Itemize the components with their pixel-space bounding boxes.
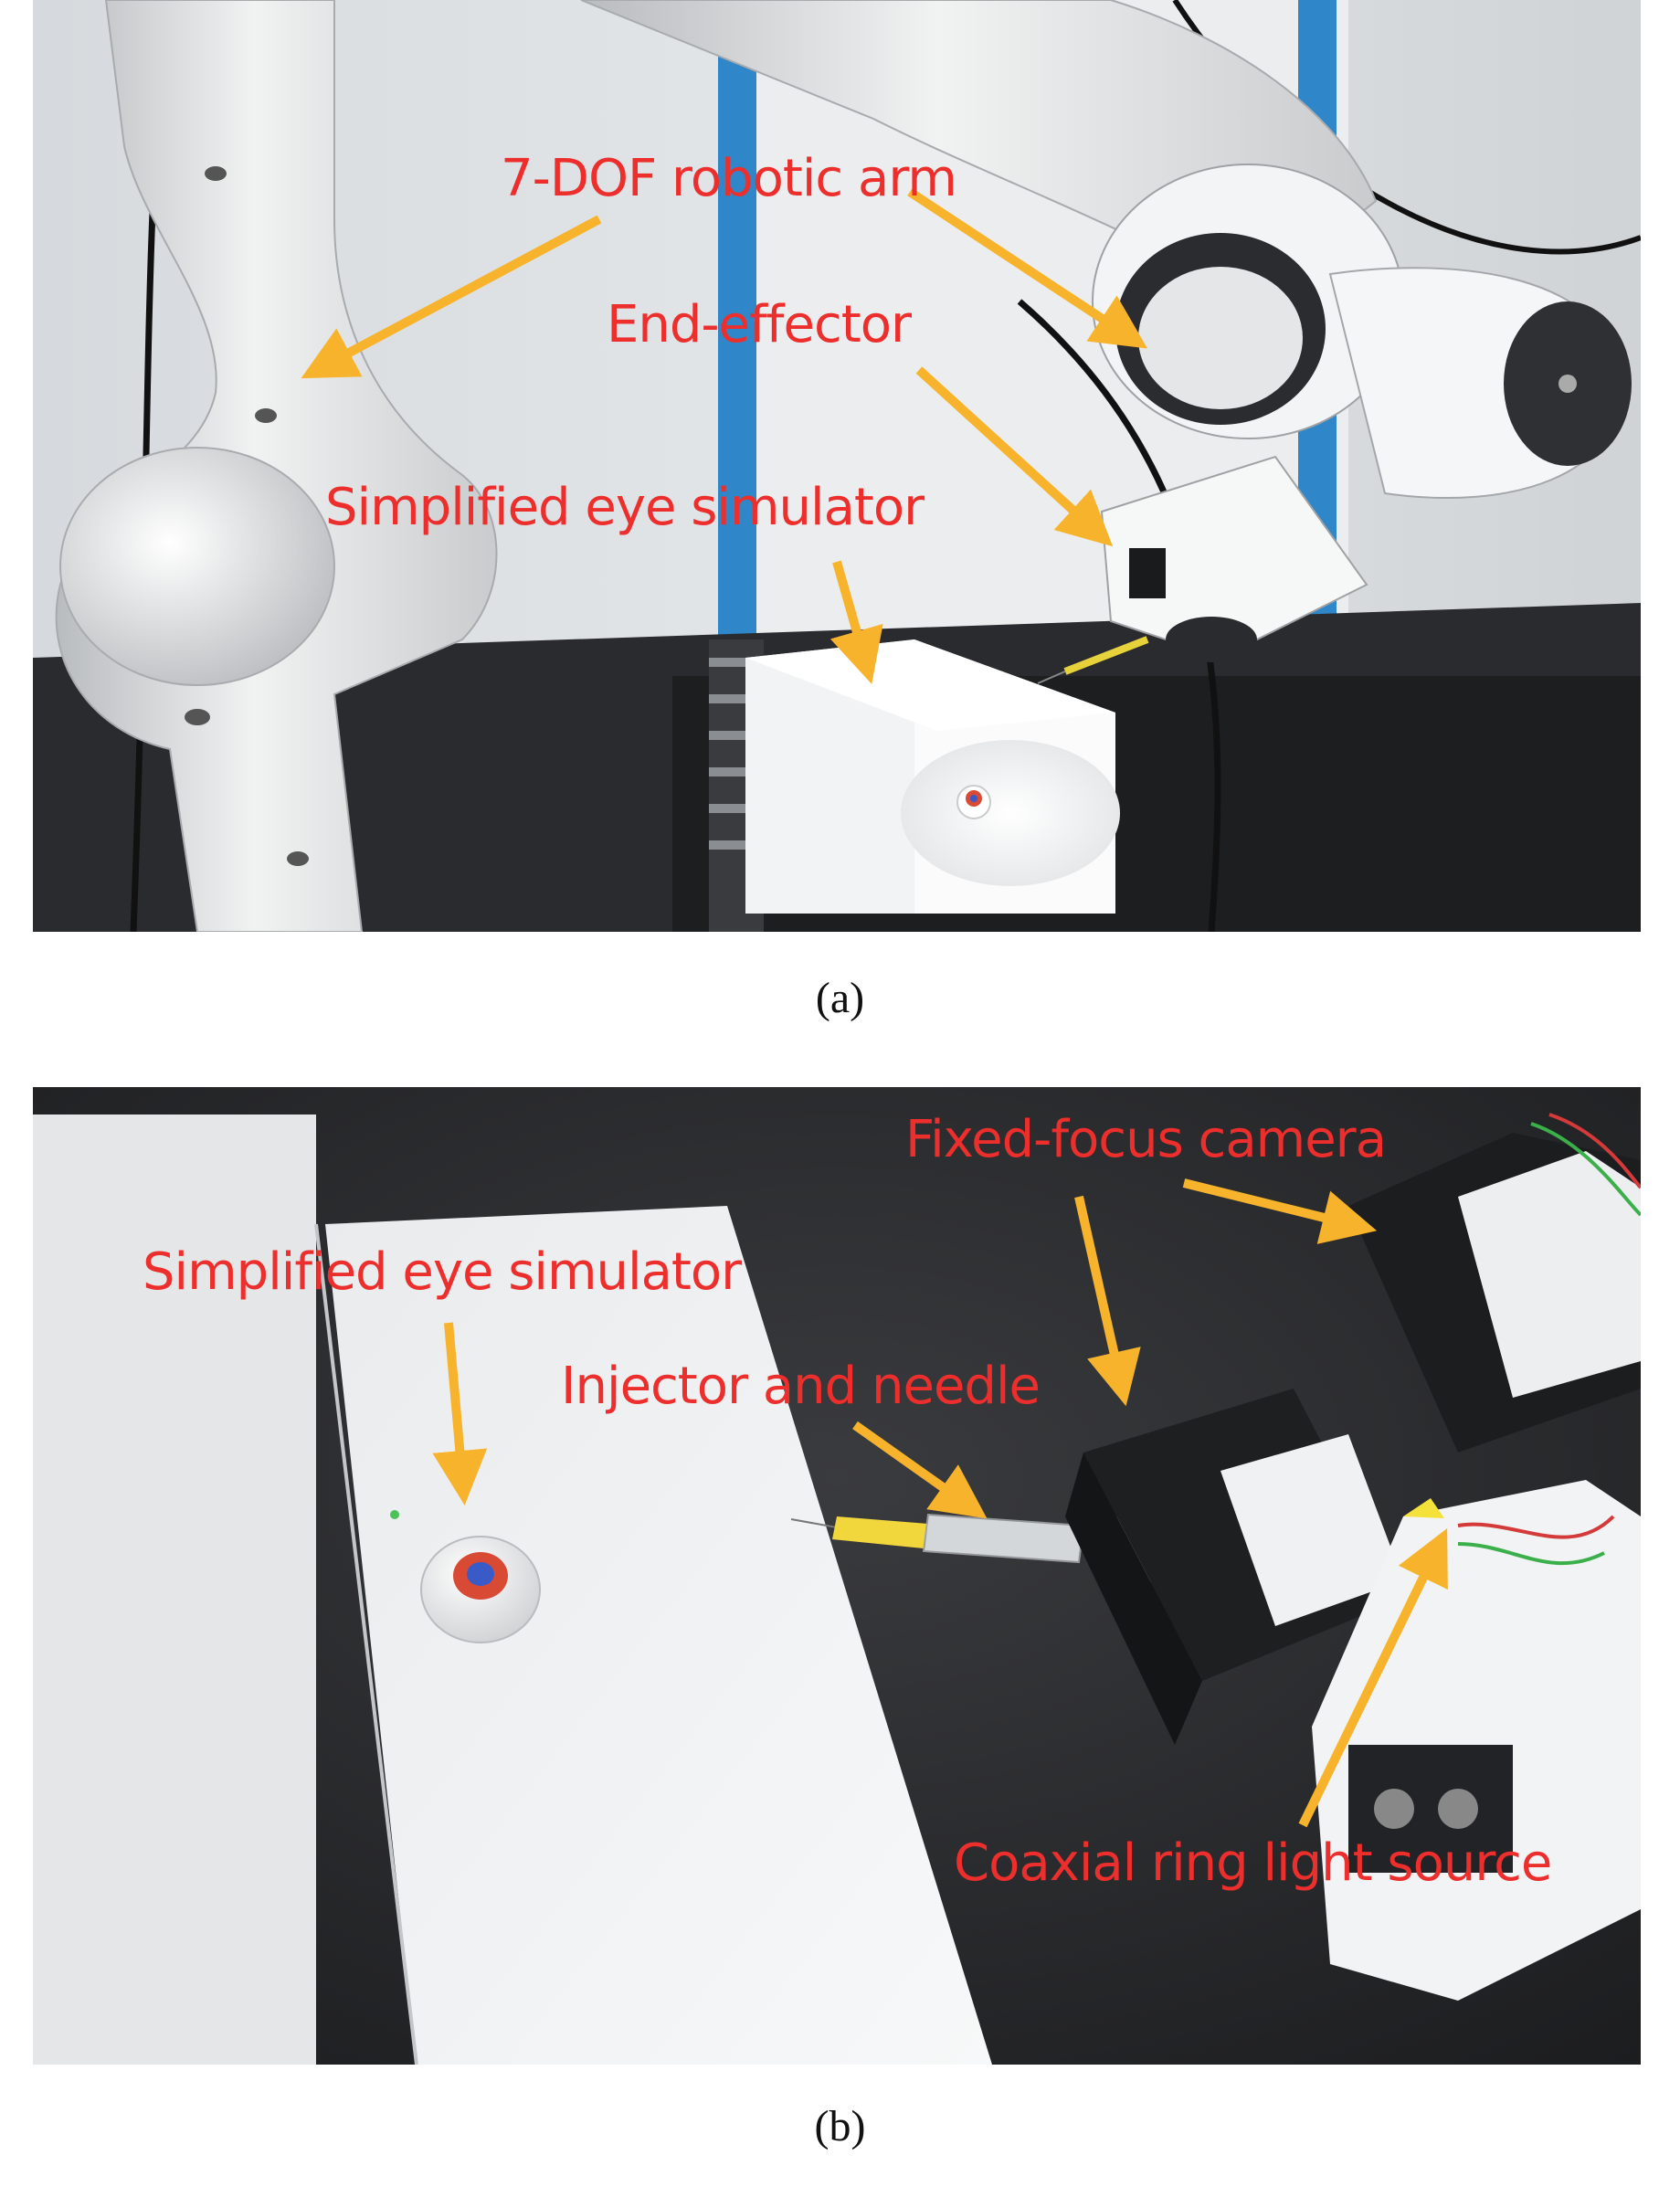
caption-b: (b)	[814, 2102, 866, 2150]
robot-arm-photo	[33, 0, 1641, 932]
label-robotic-arm: 7-DOF robotic arm	[501, 149, 957, 208]
camera-front	[1065, 1389, 1403, 1745]
annotation-arrows-b	[432, 1178, 1448, 1828]
side-board	[33, 1115, 316, 2065]
annotation-arrows-a	[301, 187, 1148, 684]
label-fixed-focus-camera: Fixed-focus camera	[905, 1110, 1387, 1169]
photo-panel-a: 7-DOF robotic arm End-effector Simplifie…	[33, 0, 1641, 932]
arrow-to-ring-light	[1298, 1528, 1448, 1828]
arrow-to-end-effector	[915, 366, 1114, 547]
eye-ball	[390, 1510, 541, 1643]
photo-panel-b: Fixed-focus camera Simplified eye simula…	[33, 1087, 1641, 2065]
camera-back	[1348, 1113, 1641, 1453]
ring-light-mount	[1312, 1480, 1641, 2001]
label-eye-simulator-b: Simplified eye simulator	[143, 1242, 742, 1302]
eye-simulator-board	[325, 1206, 992, 2065]
arrow-to-arm-wrist	[907, 187, 1148, 349]
caption-a: (a)	[815, 974, 865, 1022]
blue-frame-left	[718, 0, 756, 694]
arrow-to-camera-front	[1074, 1195, 1141, 1407]
arrow-to-arm-base	[301, 215, 602, 379]
arrow-to-camera-back	[1182, 1178, 1378, 1244]
arrow-to-eye-simulator-b	[432, 1322, 488, 1505]
close-up-photo	[33, 1087, 1641, 2065]
arrow-to-eye-simulator-a	[829, 560, 883, 684]
arrow-to-injector	[852, 1421, 988, 1519]
label-ring-light: Coaxial ring light source	[954, 1833, 1552, 1893]
label-injector-needle: Injector and needle	[561, 1357, 1041, 1416]
label-eye-simulator-a: Simplified eye simulator	[325, 478, 925, 537]
eye-simulator-box	[745, 639, 1120, 914]
label-end-effector: End-effector	[607, 295, 912, 354]
robot-arm	[55, 0, 1632, 932]
